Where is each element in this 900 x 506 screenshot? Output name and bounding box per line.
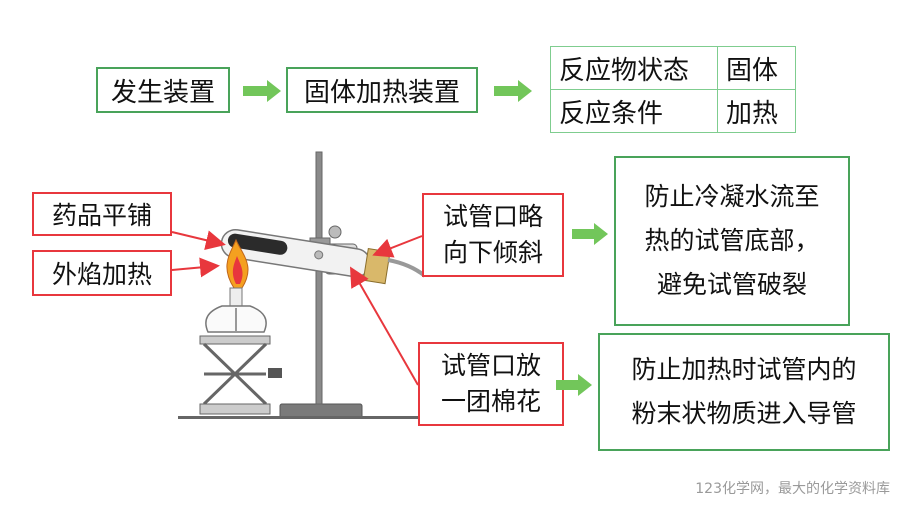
tilt-reason-box: 防止冷凝水流至 热的试管底部， 避免试管破裂 bbox=[614, 156, 850, 326]
table-cell-label: 反应条件 bbox=[550, 89, 718, 133]
table-cell-label: 反应物状态 bbox=[550, 46, 718, 90]
cotton-reason-box: 防止加热时试管内的 粉末状物质进入导管 bbox=[598, 333, 890, 451]
pointer-flat-spread bbox=[171, 230, 226, 250]
pointer-cotton bbox=[350, 266, 419, 386]
table-cell-value: 加热 bbox=[717, 89, 796, 133]
footer-watermark: 123化学网，最大的化学资料库 bbox=[695, 481, 890, 497]
arrow-right-icon bbox=[572, 223, 608, 245]
pointer-outer-flame bbox=[171, 257, 220, 278]
condition-table: 反应物状态 固体 反应条件 加热 bbox=[550, 46, 796, 133]
cotton-reason-text: 防止加热时试管内的 粉末状物质进入导管 bbox=[631, 355, 857, 428]
label-outer-flame-text: 外焰加热 bbox=[51, 260, 152, 289]
table-row: 反应条件 加热 bbox=[550, 89, 796, 133]
pointer-tilt bbox=[372, 235, 423, 258]
label-flat-spread-text: 药品平铺 bbox=[51, 201, 152, 230]
device-box: 发生装置 bbox=[96, 67, 230, 113]
flame-icon bbox=[226, 238, 249, 289]
label-outer-flame: 外焰加热 bbox=[32, 250, 172, 296]
label-flat-spread: 药品平铺 bbox=[32, 192, 172, 236]
stand-rod-icon bbox=[315, 151, 323, 405]
alcohol-lamp-icon bbox=[205, 287, 267, 333]
arrow-right-icon bbox=[243, 80, 281, 102]
device-label: 发生装置 bbox=[110, 77, 215, 108]
label-tilt: 试管口略 向下倾斜 bbox=[422, 193, 564, 277]
arrow-right-icon bbox=[494, 80, 532, 102]
label-cotton: 试管口放 一团棉花 bbox=[418, 342, 564, 426]
arrow-right-icon bbox=[556, 374, 592, 396]
label-tilt-text: 试管口略 向下倾斜 bbox=[442, 201, 543, 267]
label-cotton-text: 试管口放 一团棉花 bbox=[440, 350, 541, 416]
lab-jack-icon bbox=[199, 335, 282, 415]
device-type-label: 固体加热装置 bbox=[303, 77, 460, 108]
table-row: 反应物状态 固体 bbox=[550, 46, 796, 90]
device-type-box: 固体加热装置 bbox=[286, 67, 478, 113]
apparatus-illustration bbox=[178, 151, 428, 419]
tilt-reason-text: 防止冷凝水流至 热的试管底部， 避免试管破裂 bbox=[644, 182, 820, 299]
